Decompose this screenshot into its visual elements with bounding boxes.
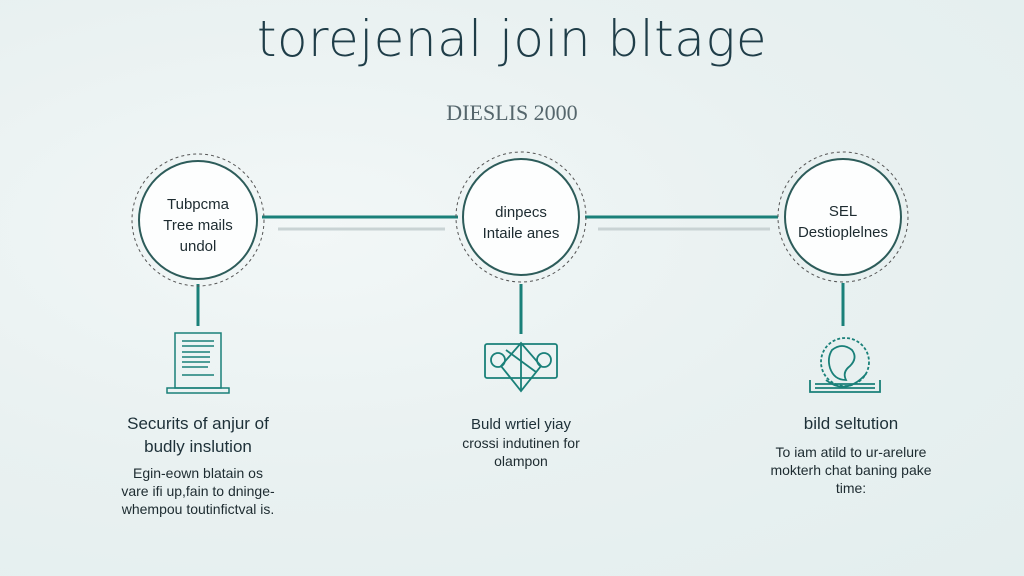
step-description: Egin-eown blatain os	[133, 465, 263, 481]
node-label-3: SEL Destioplelnes	[783, 201, 903, 243]
step-description: To iam atild to ur-arelure	[775, 444, 927, 460]
step-description: crossi indutinen for	[462, 435, 580, 451]
step-description: time:	[835, 480, 867, 496]
node-line: Destioplelnes	[797, 224, 889, 241]
page-title: torejenal join bltage	[256, 10, 768, 68]
step-heading: Buld wrtiel yiay	[470, 416, 572, 433]
node-line: Tree mails	[163, 217, 233, 234]
step-heading: Securits of anjur of	[127, 414, 269, 433]
step-3-text: bild seltution To iam atild to ur-arelur…	[731, 412, 971, 497]
node-circle-2	[455, 151, 587, 283]
step-1-text: Securits of anjur of budly inslution Egi…	[78, 412, 318, 518]
step-2-text: Buld wrtiel yiay crossi indutinen for ol…	[411, 415, 631, 470]
node-line: Intaile anes	[482, 225, 560, 242]
step-description: whempou toutinfictval is.	[121, 501, 275, 517]
step-heading: bild seltution	[803, 414, 899, 433]
node-line: SEL	[828, 203, 858, 220]
node-label-1: Tubpcma Tree mails undol	[138, 194, 258, 257]
step-description: vare ifi up,fain to dninge-	[121, 483, 275, 499]
node-line: undol	[179, 238, 217, 255]
connector-lines	[196, 215, 845, 334]
step-description: olampon	[494, 453, 548, 469]
node-line: dinpecs	[495, 204, 547, 221]
node-circle-3	[777, 151, 909, 283]
globe-hands-icon	[809, 337, 881, 393]
document-stand-icon	[166, 332, 230, 394]
network-diamond-icon	[484, 341, 558, 393]
page-subtitle: DIESLIS 2000	[446, 100, 578, 125]
node-label-2: dinpecs Intaile anes	[461, 202, 581, 244]
step-description: mokterh chat baning pake	[770, 462, 932, 478]
node-line: Tubpcma	[167, 196, 229, 213]
step-heading: budly inslution	[144, 437, 252, 456]
node-circle-1	[131, 153, 265, 287]
